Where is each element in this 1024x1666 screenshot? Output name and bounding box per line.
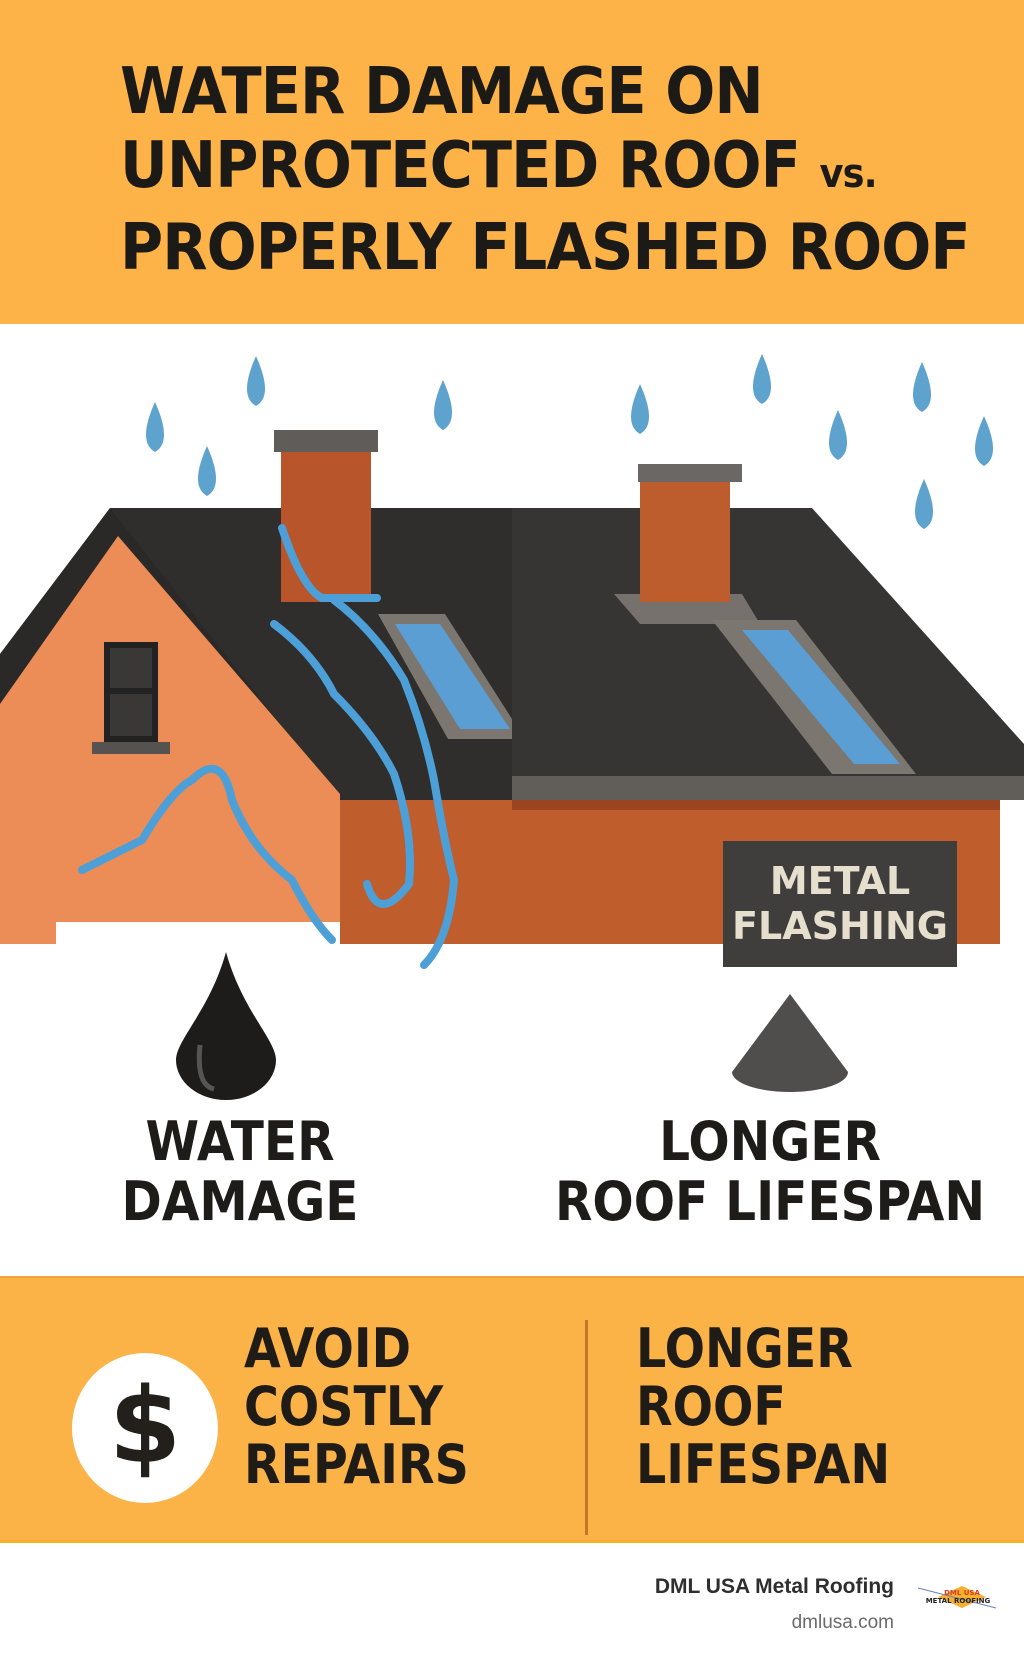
house-illustration: METAL FLASHING bbox=[0, 324, 1024, 974]
title-vs: vs. bbox=[819, 151, 878, 197]
company-logo-icon: DML USA METAL ROOFING bbox=[918, 1586, 997, 1609]
sign-line-1: METAL bbox=[770, 859, 910, 903]
title-line-1: WATER DAMAGE ON bbox=[120, 55, 764, 129]
rain-drops-icon bbox=[146, 354, 993, 529]
header-banner: WATER DAMAGE ON UNPROTECTED ROOF vs. PRO… bbox=[0, 0, 1024, 324]
sign-line-2: FLASHING bbox=[732, 904, 948, 948]
website-link[interactable]: dmlusa.com bbox=[791, 1612, 894, 1633]
company-name: DML USA Metal Roofing bbox=[654, 1575, 894, 1598]
roof-comparison-illustration: METAL FLASHING bbox=[0, 354, 1024, 974]
cone-icon bbox=[732, 994, 848, 1092]
svg-text:DML USA: DML USA bbox=[944, 1589, 980, 1597]
title-line-3: PROPERLY FLASHED ROOF bbox=[120, 211, 971, 285]
dollar-icon: $ bbox=[72, 1353, 218, 1503]
title-line-2: UNPROTECTED ROOF bbox=[120, 129, 801, 203]
svg-text:METAL ROOFING: METAL ROOFING bbox=[926, 1597, 991, 1605]
page-title: WATER DAMAGE ON UNPROTECTED ROOF vs. PRO… bbox=[120, 55, 971, 285]
water-drop-icon bbox=[176, 952, 276, 1100]
divider bbox=[585, 1320, 588, 1535]
